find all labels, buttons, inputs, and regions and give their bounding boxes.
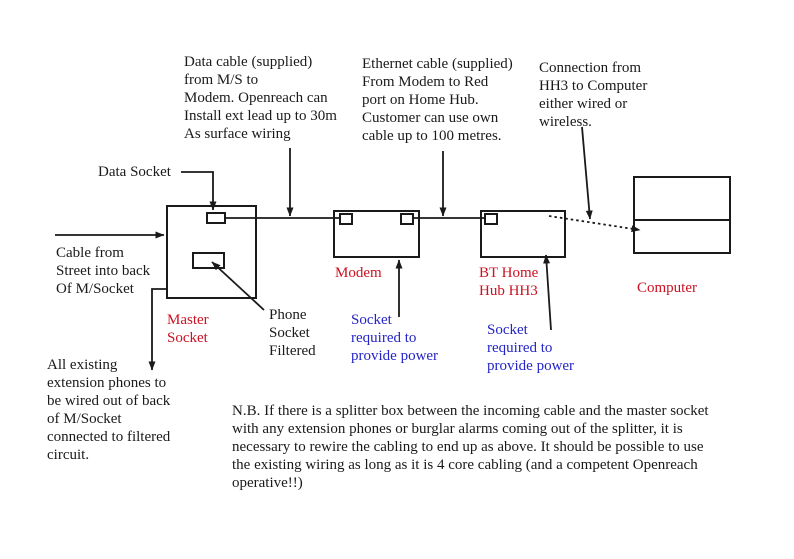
computer-box <box>633 176 731 254</box>
data-socket-pointer-arrow <box>181 171 217 211</box>
wireless-dotted-arrow <box>548 215 641 233</box>
hub-power-arrow <box>543 254 552 331</box>
master-socket-label: Master Socket <box>167 312 209 346</box>
data-socket-port <box>206 212 226 224</box>
connection-note-arrow <box>581 126 593 220</box>
computer-label: Computer <box>637 280 697 296</box>
data-cable-note: Data cable (supplied) from M/S to Modem.… <box>184 54 337 142</box>
street-cable-note: Cable from Street into back Of M/Socket <box>56 245 151 297</box>
modem-power-note: Socket required to provide power <box>351 312 439 364</box>
home-hub-label: BT Home Hub HH3 <box>479 265 539 299</box>
ethernet-cable-note: Ethernet cable (supplied) From Modem to … <box>362 56 513 144</box>
hub-power-note: Socket required to provide power <box>487 322 575 374</box>
home-hub-port <box>484 213 498 225</box>
modem-label: Modem <box>335 265 382 281</box>
data-socket-label: Data Socket <box>98 164 171 180</box>
phone-socket-port <box>192 252 225 269</box>
modem-port-left <box>339 213 353 225</box>
phone-socket-pointer-arrow <box>211 261 265 311</box>
extension-wiring-arrow <box>148 288 166 371</box>
phone-socket-label: Phone Socket Filtered <box>269 307 316 359</box>
master-socket-box <box>166 205 257 299</box>
modem-port-right <box>400 213 414 225</box>
nb-note: N.B. If there is a splitter box between … <box>232 403 709 491</box>
home-hub-box <box>480 210 566 258</box>
computer-screen-divider <box>635 219 729 221</box>
extension-phones-note: All existing extension phones to be wire… <box>47 357 171 463</box>
connection-note: Connection from HH3 to Computer either w… <box>539 60 648 130</box>
modem-box <box>333 210 420 258</box>
